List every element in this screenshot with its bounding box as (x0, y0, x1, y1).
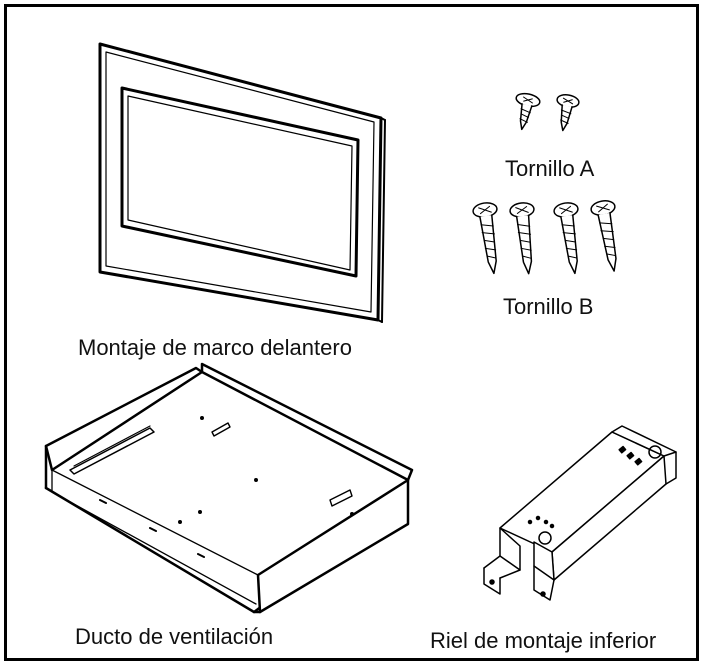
vent-duct-icon (44, 362, 414, 614)
front-frame-label: Montaje de marco delantero (78, 335, 352, 360)
front-frame-assembly-icon (98, 42, 386, 323)
screw-b-label: Tornillo B (503, 294, 594, 319)
screw-a-icon (515, 92, 580, 132)
bottom-mounting-rail-icon (483, 425, 677, 601)
screw-a-label: Tornillo A (505, 156, 595, 181)
vent-duct-label: Ducto de ventilación (75, 624, 274, 649)
screw-b-icon (472, 200, 617, 275)
bottom-rail-label: Riel de montaje inferior (430, 628, 657, 653)
